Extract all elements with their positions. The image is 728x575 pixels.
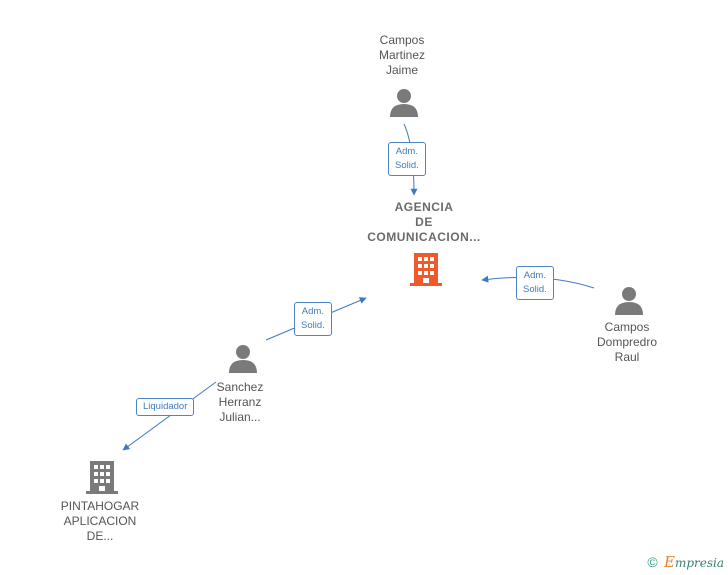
label-line: Herranz [218,395,262,409]
building-icon[interactable] [409,251,443,287]
badge-line: Solid. [523,284,547,295]
label-line: COMUNICACION... [367,230,481,244]
node-label: Campos Dompredro Raul [577,320,677,365]
building-icon[interactable] [85,459,119,495]
person-icon[interactable] [389,88,419,118]
label-line: Dompredro [596,335,658,349]
label-line: APLICACION [63,514,137,528]
node-person-campos-dompredro[interactable]: Campos Dompredro Raul [577,320,677,365]
label-line: Campos [379,33,425,47]
relation-badge-adm-solid[interactable]: Adm. Solid. [388,142,426,176]
label-line: DE... [86,529,114,543]
logo-text: mpresia [674,556,724,570]
label-line: AGENCIA [394,200,454,214]
node-center-company[interactable]: AGENCIA DE COMUNICACION... [351,200,497,245]
node-label: AGENCIA DE COMUNICACION... [351,200,497,245]
node-label: Sanchez Herranz Julian... [190,380,290,425]
copyright-icon: © [647,554,658,570]
footer-credit[interactable]: © Empresia [647,553,724,571]
label-line: Martinez [378,48,425,62]
label-line: DE [415,215,433,229]
relation-badge-adm-solid[interactable]: Adm. Solid. [294,302,332,336]
relation-badge-adm-solid[interactable]: Adm. Solid. [516,266,554,300]
person-icon[interactable] [228,344,258,374]
node-company-pintahogar[interactable]: PINTAHOGAR APLICACION DE... [40,499,160,544]
node-person-sanchez[interactable]: Sanchez Herranz Julian... [190,380,290,425]
badge-line: Solid. [301,320,325,331]
node-label: PINTAHOGAR APLICACION DE... [40,499,160,544]
label-line: Julian... [219,410,261,424]
edge-sanchez-to-pintahogar [122,381,217,451]
badge-line: Liquidador [143,401,188,412]
label-line: PINTAHOGAR [60,499,140,513]
label-line: Raul [614,350,640,364]
node-person-campos-martinez[interactable]: Campos Martinez Jaime [352,33,452,78]
label-line: Jaime [385,63,418,77]
label-line: Campos [604,320,650,334]
badge-line: Adm. [301,306,324,317]
person-icon[interactable] [614,286,644,316]
badge-line: Adm. [523,270,546,281]
badge-line: Adm. [395,146,418,157]
label-line: Sanchez [216,380,264,394]
logo-letter: E [663,553,675,571]
relation-badge-liquidador[interactable]: Liquidador [136,398,195,416]
node-label: Campos Martinez Jaime [352,33,452,78]
empresia-logo: Empresia [663,553,724,571]
badge-line: Solid. [395,160,419,171]
